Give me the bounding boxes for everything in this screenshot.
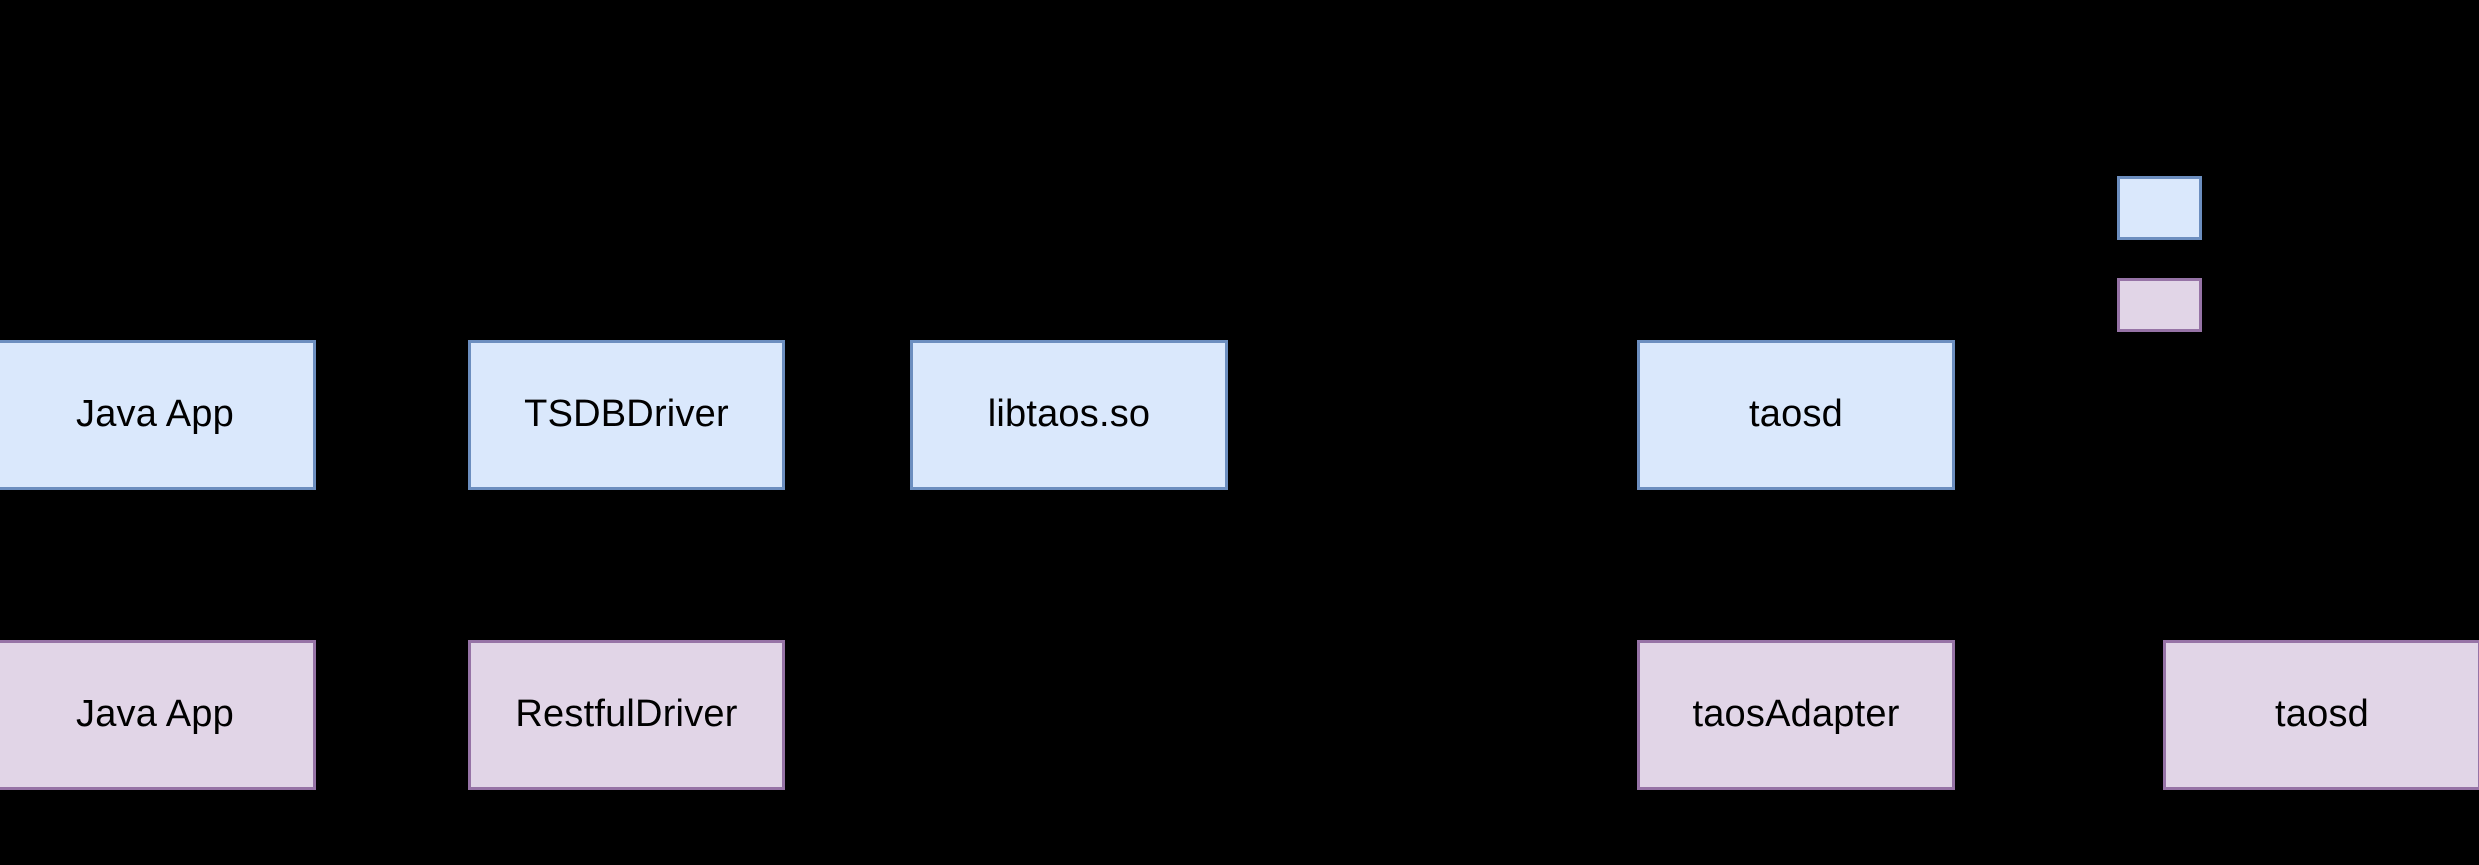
- legend-swatch-rest: [2117, 278, 2202, 332]
- node-taosd-native[interactable]: taosd: [1637, 340, 1955, 490]
- connector-restfuldriver-to-taosadapter: [785, 710, 1638, 722]
- legend-swatch-native: [2117, 176, 2202, 240]
- connector-javaapp-to-restfuldriver: [316, 710, 469, 722]
- node-restfuldriver[interactable]: RestfulDriver: [468, 640, 785, 790]
- node-taosd-rest[interactable]: taosd: [2163, 640, 2479, 790]
- node-java-app-rest[interactable]: Java App: [0, 640, 316, 790]
- node-libtaos-so[interactable]: libtaos.so: [910, 340, 1228, 490]
- node-taosadapter[interactable]: taosAdapter: [1637, 640, 1955, 790]
- node-tsdbdriver[interactable]: TSDBDriver: [468, 340, 785, 490]
- connector-taosadapter-to-taosd: [1955, 710, 2164, 722]
- connector-libtaos-to-taosd: [1228, 410, 1638, 422]
- connector-javaapp-to-tsdbdriver: [316, 410, 469, 422]
- node-java-app-native[interactable]: Java App: [0, 340, 316, 490]
- connector-tsdbdriver-to-libtaos: [785, 410, 911, 422]
